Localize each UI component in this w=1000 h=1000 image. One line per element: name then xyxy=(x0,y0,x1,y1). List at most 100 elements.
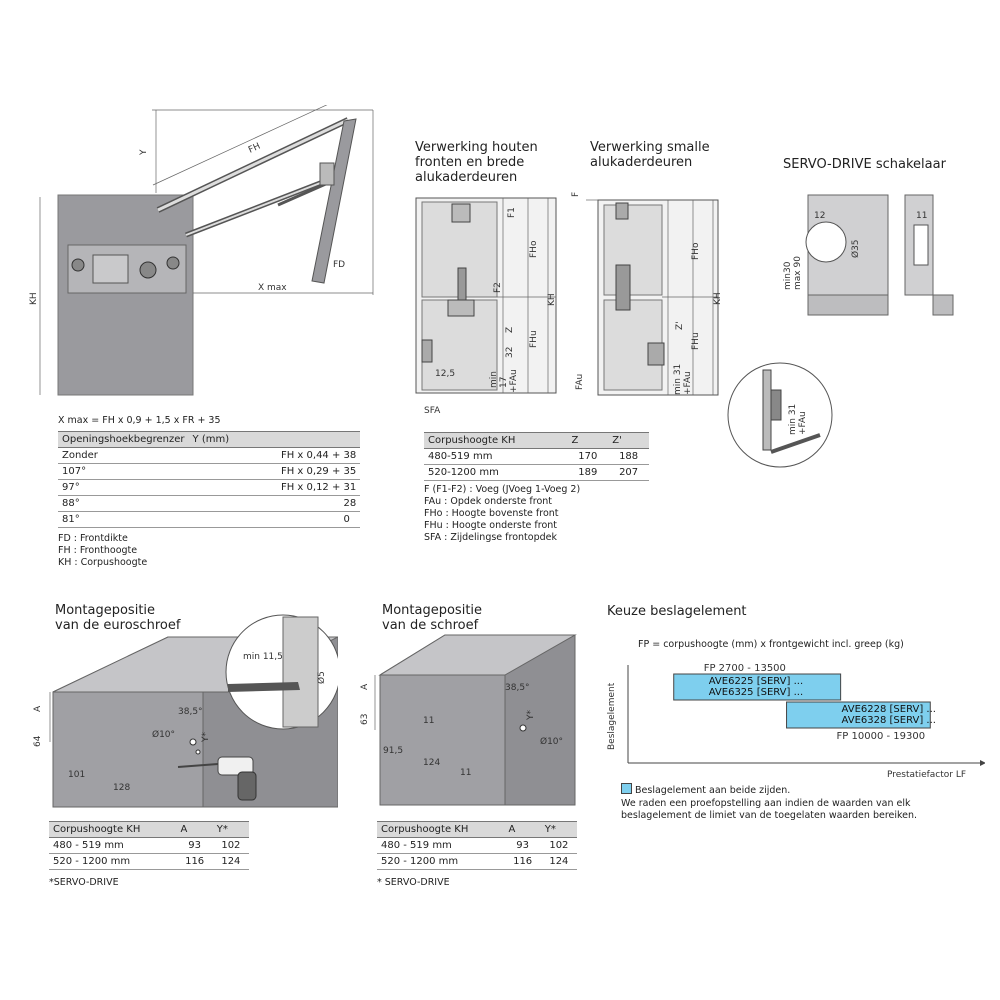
table-row: 107°FH x 0,29 + 35 xyxy=(58,463,361,480)
cell: 520 - 1200 mm xyxy=(377,853,505,870)
table-row: 81°0 xyxy=(58,511,361,528)
selection-legend: Beslagelement aan beide zijden. xyxy=(621,783,790,797)
legend-text: Beslagelement aan beide zijden. xyxy=(635,785,791,796)
dim-y: Y* xyxy=(201,732,211,743)
cell: 480 - 519 mm xyxy=(49,837,177,854)
dim-kh: KH xyxy=(713,292,723,305)
cell: 0 xyxy=(188,511,361,528)
cell: FH x 0,12 + 31 xyxy=(188,479,361,496)
cell: 81° xyxy=(58,511,189,528)
table-header: Corpushoogte KH xyxy=(49,821,177,838)
legend-item: FHu : Hoogte onderste front xyxy=(424,520,558,531)
dim-kh: KH xyxy=(547,293,557,306)
dim-min31: min 31 xyxy=(673,364,683,395)
servo-detail: min 31 +FAu xyxy=(727,362,833,468)
dim-fau-left: FAu xyxy=(575,374,585,390)
legend-item: F (F1-F2) : Voeg (JVoeg 1-Voeg 2) xyxy=(424,484,581,495)
dim-fau: +FAu xyxy=(798,411,808,435)
wood-fronts-drawing: F1 FHo F2 KH Z 32 FHu 12,5 min 17 +FAu S… xyxy=(415,197,557,416)
cell: 170 xyxy=(567,448,609,465)
table-row: 88°28 xyxy=(58,495,361,512)
title-line: Verwerking houten xyxy=(415,140,538,155)
dim-124: 124 xyxy=(423,758,440,768)
dim-y: Y xyxy=(139,149,149,156)
table-header: Corpushoogte KH xyxy=(377,821,505,838)
screw-drawing: A 63 38,5° 11 Y* 91,5 124 11 Ø10° xyxy=(360,634,577,806)
servo-note: *SERVO-DRIVE xyxy=(49,877,119,888)
title-line: van de schroef xyxy=(382,618,479,633)
servo-drawing: 12 Ø35 min30 max 90 11 xyxy=(783,194,954,316)
dim-f: F xyxy=(571,192,581,197)
cell: 520-1200 mm xyxy=(424,464,568,481)
cell: 189 xyxy=(567,464,609,481)
abbrev-legend: FD : Frontdikte FH : Fronthoogte KH : Co… xyxy=(58,533,147,569)
title-line: alukaderdeuren xyxy=(590,155,693,170)
selection-note: We raden een proefopstelling aan indien … xyxy=(621,798,917,822)
note-line: We raden een proefopstelling aan indien … xyxy=(621,798,911,809)
dim-f2: F2 xyxy=(493,282,503,293)
dim-fhu: FHu xyxy=(691,332,701,350)
title-line: Montagepositie xyxy=(382,603,483,618)
dim-fhu: FHu xyxy=(529,330,539,348)
euro-screw-title: Montagepositie van de euroschroef xyxy=(55,603,180,633)
title-line: Montagepositie xyxy=(55,603,156,618)
dim-12-5: 12,5 xyxy=(435,369,455,379)
dim-min31: min 31 xyxy=(788,404,798,435)
dim-d5: Ø5 xyxy=(316,671,327,684)
table-header: A xyxy=(176,821,213,838)
legend-item: FHo : Hoogte bovenste front xyxy=(424,508,559,519)
alu-fronts-drawing: F FHo KH Z' FHu min 31 +FAu FAu xyxy=(571,192,723,396)
dim-angle: 38,5° xyxy=(178,707,203,717)
dim-xmax: X max xyxy=(258,283,287,293)
xmax-formula: X max = FH x 0,9 + 1,5 x FR + 35 xyxy=(58,415,221,426)
range-bar xyxy=(786,701,931,729)
dim-kh: KH xyxy=(29,292,39,305)
dim-fho: FHo xyxy=(691,242,701,260)
dim-fd: FD xyxy=(333,260,345,270)
fp-formula: FP = corpushoogte (mm) x frontgewicht in… xyxy=(638,639,904,650)
dim-a: A xyxy=(33,705,43,712)
cell: 102 xyxy=(212,837,249,854)
range-label: FP 10000 - 19300 xyxy=(837,731,926,742)
dim-a: A xyxy=(360,683,370,690)
cell: 207 xyxy=(608,464,649,481)
dim-d10: Ø10° xyxy=(152,729,175,740)
dim-35: Ø35 xyxy=(850,239,861,258)
servo-title: SERVO-DRIVE schakelaar xyxy=(783,157,946,172)
dim-min: min xyxy=(489,371,499,388)
dim-11: 11 xyxy=(423,716,434,726)
dim-32: 32 xyxy=(505,347,515,358)
dim-fh: FH xyxy=(247,142,262,156)
screw-title: Montagepositie van de schroef xyxy=(382,603,482,633)
dim-fau: +FAu xyxy=(509,369,519,393)
legend-item: SFA : Zijdelingse frontopdek xyxy=(424,532,557,543)
dim-max90: max 90 xyxy=(793,256,803,290)
cell: 124 xyxy=(212,853,249,870)
range-bar xyxy=(673,673,842,701)
cell: 88° xyxy=(58,495,189,512)
legend-item: FD : Frontdikte xyxy=(58,533,128,544)
cell: 93 xyxy=(504,837,541,854)
title-line: Verwerking smalle xyxy=(590,140,710,155)
cell: 107° xyxy=(58,463,189,480)
wood-fronts-title: Verwerking houten fronten en brede aluka… xyxy=(415,140,538,185)
note-line: beslagelement de limiet van de toegelate… xyxy=(621,810,918,821)
dim-fau: +FAu xyxy=(683,371,693,395)
dim-y: Y* xyxy=(526,710,536,721)
cell: 116 xyxy=(504,853,541,870)
bar-label: AVE6328 [SERV] ... xyxy=(842,715,936,726)
range-label: FP 2700 - 13500 xyxy=(704,663,786,674)
cell: 124 xyxy=(540,853,577,870)
dim-fho: FHo xyxy=(529,240,539,258)
cell: 188 xyxy=(608,448,649,465)
cell: 480-519 mm xyxy=(424,448,568,465)
